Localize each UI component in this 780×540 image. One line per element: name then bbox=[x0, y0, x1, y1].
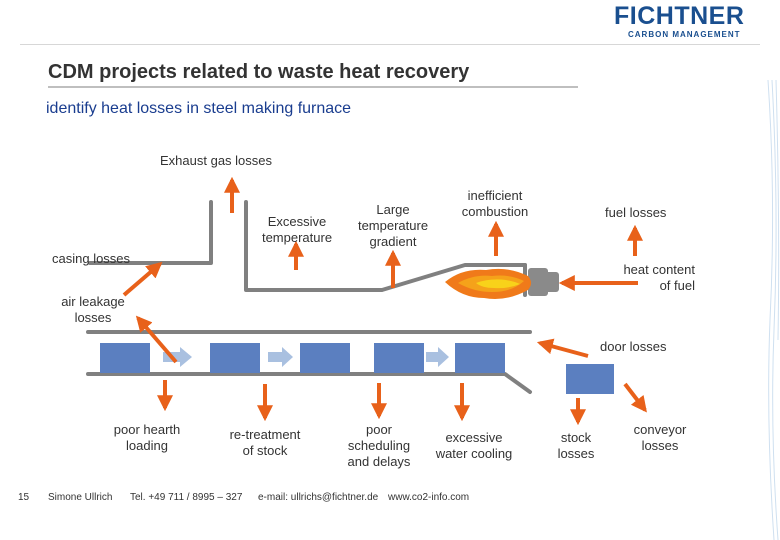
label-poor-scheduling-line-2: scheduling bbox=[347, 438, 411, 453]
feed-arrow-2 bbox=[268, 347, 293, 367]
loss-arrows bbox=[122, 176, 647, 426]
stock-block-3 bbox=[300, 343, 350, 373]
footer-website: www.co2-info.com bbox=[388, 492, 470, 503]
page-number: 15 bbox=[18, 492, 30, 503]
company-logo: FICHTNER bbox=[614, 2, 745, 30]
label-excessive-water-line-1: excessive bbox=[445, 430, 503, 445]
label-retreatment-line-2: of stock bbox=[242, 443, 288, 458]
decorative-side-lines bbox=[767, 80, 780, 540]
label-casing-losses: casing losses bbox=[52, 251, 131, 266]
label-heat-content-line-2: of fuel bbox=[659, 278, 695, 293]
label-large-temperature-gradient-line-2: temperature bbox=[357, 218, 429, 233]
label-poor-hearth-loading: poor hearth loading bbox=[104, 422, 190, 454]
burner-body bbox=[528, 268, 548, 296]
label-door-losses: door losses bbox=[600, 339, 667, 354]
feed-arrows bbox=[163, 347, 449, 367]
label-excessive-temperature-line-2: temperature bbox=[261, 230, 333, 245]
door-losses-arrow bbox=[536, 338, 589, 358]
burner-nozzle bbox=[545, 272, 559, 292]
stock-blocks bbox=[100, 343, 614, 394]
slide-title: CDM projects related to waste heat recov… bbox=[48, 61, 578, 88]
label-heat-content-of-fuel: heat content of fuel bbox=[607, 262, 695, 294]
label-stock-losses-line-1: stock bbox=[560, 430, 592, 445]
label-large-temperature-gradient: Large temperature gradient bbox=[352, 202, 434, 250]
slide-subtitle: identify heat losses in steel making fur… bbox=[46, 100, 352, 117]
footer-phone: Tel. +49 711 / 8995 – 327 bbox=[130, 492, 243, 503]
label-retreatment-line-1: re-treatment bbox=[229, 427, 301, 442]
label-air-leakage-line-1: air leakage bbox=[61, 294, 125, 309]
flame-icon bbox=[445, 268, 531, 299]
feed-arrow-1 bbox=[163, 347, 192, 367]
label-conveyor-losses-line-2: losses bbox=[641, 438, 679, 453]
label-exhaust-gas-losses: Exhaust gas losses bbox=[160, 153, 273, 168]
label-excessive-water-cooling: excessive water cooling bbox=[424, 430, 524, 462]
stock-block-2 bbox=[210, 343, 260, 373]
furnace-top-wall-left bbox=[88, 200, 213, 265]
conveyor-losses-arrow bbox=[623, 382, 647, 413]
furnace-outline bbox=[86, 200, 532, 394]
stock-block-5 bbox=[455, 343, 505, 373]
label-retreatment-of-stock: re-treatment of stock bbox=[220, 427, 310, 459]
label-conveyor-losses: conveyor losses bbox=[622, 422, 698, 454]
label-excessive-temperature-line-1: Excessive bbox=[267, 214, 327, 229]
stock-block-6 bbox=[566, 364, 614, 394]
furnace-lower-hearth bbox=[86, 372, 532, 394]
feed-arrow-3 bbox=[426, 347, 449, 367]
company-logo-tagline: CARBON MANAGEMENT bbox=[628, 30, 741, 39]
air-leakage-arrow bbox=[135, 315, 178, 364]
stock-block-1 bbox=[100, 343, 150, 373]
label-excessive-water-line-2: water cooling bbox=[435, 446, 513, 461]
header-divider bbox=[20, 44, 760, 45]
label-stock-losses-line-2: losses bbox=[557, 446, 595, 461]
label-inefficient-combustion: inefficient combustion bbox=[453, 188, 537, 220]
slide-footer: 15 Simone Ullrich Tel. +49 711 / 8995 – … bbox=[0, 492, 780, 506]
casing-losses-arrow bbox=[122, 261, 163, 297]
label-large-temperature-gradient-line-1: Large bbox=[376, 202, 410, 217]
label-conveyor-losses-line-1: conveyor bbox=[633, 422, 687, 437]
footer-email: e-mail: ullrichs@fichtner.de bbox=[258, 492, 379, 503]
label-poor-scheduling-and-delays: poor scheduling and delays bbox=[336, 422, 422, 470]
stock-block-4 bbox=[374, 343, 424, 373]
label-poor-scheduling-line-1: poor bbox=[365, 422, 393, 437]
furnace-top-wall-right bbox=[244, 200, 527, 292]
label-poor-hearth-line-1: poor hearth bbox=[113, 422, 181, 437]
label-excessive-temperature: Excessive temperature bbox=[256, 214, 338, 246]
label-poor-hearth-line-2: loading bbox=[126, 438, 168, 453]
label-large-temperature-gradient-line-3: gradient bbox=[369, 234, 417, 249]
label-air-leakage-line-2: losses bbox=[74, 310, 112, 325]
label-inefficient-combustion-line-1: inefficient bbox=[467, 188, 523, 203]
burner bbox=[528, 268, 559, 296]
label-stock-losses: stock losses bbox=[548, 430, 604, 462]
label-air-leakage-losses: air leakage losses bbox=[53, 294, 133, 326]
label-poor-scheduling-line-3: and delays bbox=[347, 454, 411, 469]
label-fuel-losses: fuel losses bbox=[605, 205, 667, 220]
label-heat-content-line-1: heat content bbox=[623, 262, 695, 277]
footer-author: Simone Ullrich bbox=[48, 492, 113, 503]
label-inefficient-combustion-line-2: combustion bbox=[461, 204, 529, 219]
